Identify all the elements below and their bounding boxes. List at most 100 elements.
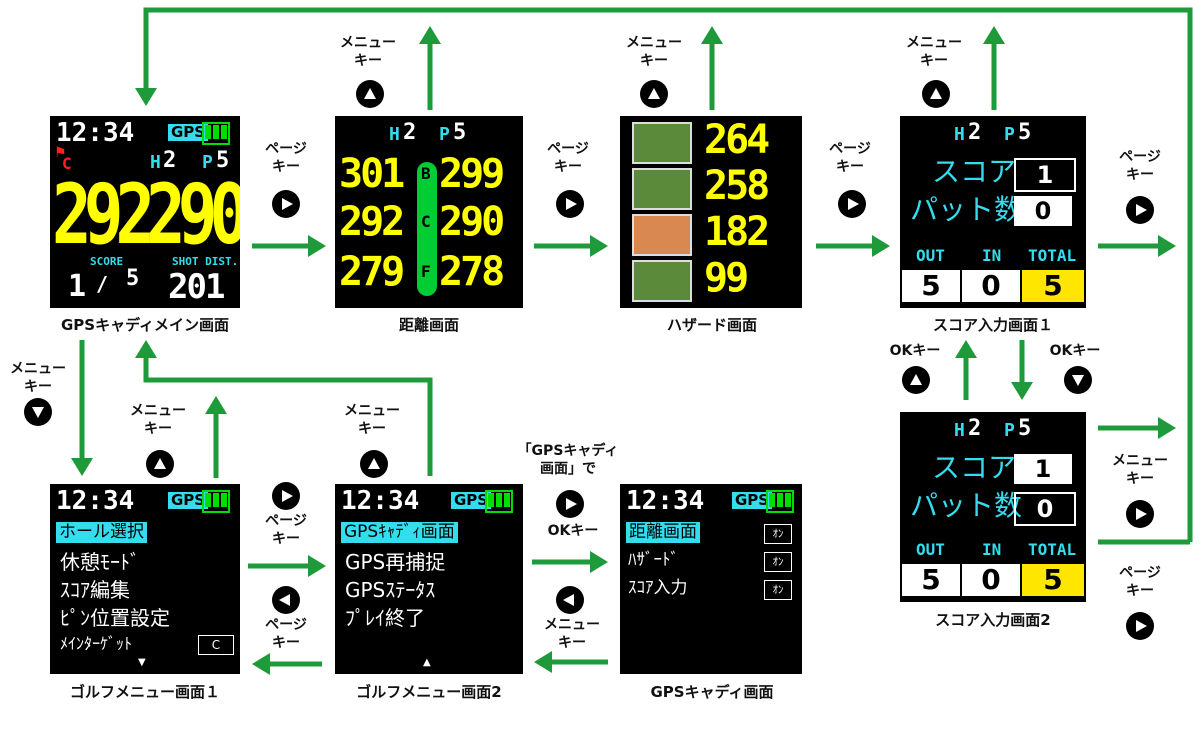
menu-key-up-icon — [146, 450, 174, 478]
out-total: 5 — [902, 270, 960, 302]
menu-key-up-icon — [922, 80, 950, 108]
arrow-score1-to-score2-ok-head — [1011, 382, 1033, 400]
hazard-distance-1: 264 — [704, 117, 770, 163]
label-menu-key-distance: メニュー キー — [340, 35, 396, 69]
ok-key-up-icon — [902, 366, 930, 394]
menu-item-hole-select[interactable]: ホール選択 — [56, 522, 147, 543]
menu-item-gps-caddy-screen[interactable]: GPSｷｬﾃﾞｨ画面 — [341, 522, 458, 543]
shot-distance: 201 — [168, 267, 225, 307]
clock: 12:34 — [56, 118, 135, 148]
hazard-distance-4: 99 — [704, 255, 749, 301]
menu-item-pin-position[interactable]: ﾋﾟﾝ位置設定 — [60, 606, 170, 630]
battery-icon — [766, 490, 794, 513]
score-field[interactable]: 1 — [1014, 158, 1076, 192]
menu-item-end-play[interactable]: ﾌﾟﾚｲ終了 — [345, 606, 425, 630]
pin-position-label: C — [421, 212, 431, 231]
arrow-golf2-to-caddy-head — [590, 551, 608, 573]
score-field[interactable]: 1 — [1014, 454, 1072, 484]
label-page-key-main: ページ キー — [265, 141, 307, 175]
arrow-distance-menu-up-head — [419, 26, 441, 44]
putt-field[interactable]: 0 — [1014, 196, 1072, 226]
toggle-distance-screen[interactable]: ｵﾝ — [764, 524, 792, 544]
toggle-score-input[interactable]: ｵﾝ — [764, 580, 792, 600]
in-total: 0 — [962, 564, 1020, 596]
menu-item-break-mode[interactable]: 休憩ﾓｰﾄﾞ — [60, 550, 140, 574]
page-key-right-icon — [272, 482, 300, 510]
par-label: P — [439, 124, 450, 145]
distance-row-right: 278 — [439, 249, 505, 295]
menu-item-distance-screen[interactable]: 距離画面 — [626, 522, 700, 543]
par-label: P — [1004, 124, 1015, 145]
label-gps-caddy-ok: 「GPSキャディ 画面」で — [517, 443, 619, 477]
menu-item-score-input[interactable]: ｽｺｱ入力 — [628, 578, 688, 598]
battery-icon — [485, 490, 513, 513]
screen-golf-menu-2: 12:34 GPS GPSｷｬﾃﾞｨ画面 GPS再捕捉 GPSｽﾃｰﾀｽ ﾌﾟﾚ… — [335, 484, 523, 674]
gps-badge: GPS — [168, 124, 209, 141]
putt-label: パット数 — [910, 489, 1023, 522]
page-key-right-icon — [838, 190, 866, 218]
arrow-score2-page-right-head — [1158, 417, 1176, 439]
hole-number: 2 — [403, 120, 417, 145]
hole-number: 2 — [968, 416, 982, 441]
putt-field[interactable]: 0 — [1014, 492, 1076, 526]
menu-item-gps-reacquire[interactable]: GPS再捕捉 — [345, 550, 446, 574]
pin-position-label: B — [421, 164, 431, 183]
score-separator: / — [96, 272, 109, 296]
label-ok-key-caddy: OKキー — [547, 523, 599, 539]
clock: 12:34 — [341, 486, 420, 516]
gps-badge: GPS — [168, 492, 209, 509]
score-label: スコア — [932, 451, 1017, 484]
arrow-hazard-to-score1-head — [872, 235, 890, 257]
arrow-golf2-menu-loop-to-main-head — [135, 340, 157, 358]
current-score: 1 — [68, 269, 87, 304]
menu-item-gps-status[interactable]: GPSｽﾃｰﾀｽ — [345, 578, 436, 602]
in-label: IN — [982, 246, 1002, 265]
hole-number: 2 — [968, 120, 982, 145]
hole-label: H — [389, 124, 400, 145]
menu-item-hazard[interactable]: ﾊｻﾞｰﾄﾞ — [628, 550, 679, 570]
menu-item-score-edit[interactable]: ｽｺｱ編集 — [60, 578, 130, 602]
hazard-map-1 — [632, 122, 692, 164]
label-page-key-distance: ページ キー — [547, 141, 589, 175]
in-total: 0 — [962, 270, 1020, 302]
arrow-golf2-to-golf1-head — [252, 653, 270, 675]
menu-key-left-icon — [556, 586, 584, 614]
caption-score-2: スコア入力画面2 — [935, 611, 1051, 629]
par-number: 5 — [216, 148, 230, 173]
total-label: TOTAL — [1028, 246, 1077, 265]
battery-icon — [202, 490, 230, 513]
screen-gps-caddy-settings: 12:34 GPS 距離画面 ﾊｻﾞｰﾄﾞ ｽｺｱ入力 ｵﾝ ｵﾝ ｵﾝ — [620, 484, 802, 674]
caption-score-1: スコア入力画面１ — [932, 316, 1053, 334]
in-label: IN — [982, 540, 1002, 559]
distance-row-right: 290 — [439, 199, 505, 245]
hazard-distance-3: 182 — [704, 209, 770, 255]
menu-key-up-icon — [356, 80, 384, 108]
label-page-key-golf1-back: ページ キー — [265, 617, 307, 651]
menu-key-up-icon — [640, 80, 668, 108]
arrow-main-menu-down-head — [71, 458, 93, 476]
screen-gps-caddy-main: 12:34 GPS ⚑ C H 2 P 5 292 290 SCORE SHOT… — [50, 116, 240, 308]
arrow-score1-menu-up-head — [983, 26, 1005, 44]
menu-item-main-target[interactable]: ﾒｲﾝﾀｰｹﾞｯﾄ — [60, 634, 133, 653]
label-menu-key-golf1: メニュー キー — [130, 403, 186, 437]
par-label: P — [202, 152, 213, 173]
page-key-left-icon — [272, 586, 300, 614]
screen-golf-menu-1: 12:34 GPS ホール選択 休憩ﾓｰﾄﾞ ｽｺｱ編集 ﾋﾟﾝ位置設定 ﾒｲﾝ… — [50, 484, 240, 674]
distance-left: 292 — [52, 166, 155, 263]
total-label: TOTAL — [1028, 540, 1077, 559]
caption-main: GPSキャディメイン画面 — [60, 316, 230, 334]
arrow-golf1-menu-up-head — [205, 396, 227, 414]
page-key-right-icon — [272, 190, 300, 218]
label-menu-key-golf2: メニュー キー — [344, 403, 400, 437]
menu-key-down-icon — [24, 398, 52, 426]
score-label: SCORE — [90, 255, 124, 268]
gps-badge: GPS — [451, 492, 492, 509]
distance-row-left: 292 — [339, 199, 405, 245]
pin-position-label: F — [421, 262, 431, 281]
distance-row-right: 299 — [439, 151, 505, 197]
caption-golf-menu-2: ゴルフメニュー画面2 — [356, 683, 502, 701]
main-target-value[interactable]: C — [198, 635, 234, 655]
arrow-score2-to-score1-ok-head — [955, 340, 977, 358]
toggle-hazard[interactable]: ｵﾝ — [764, 552, 792, 572]
